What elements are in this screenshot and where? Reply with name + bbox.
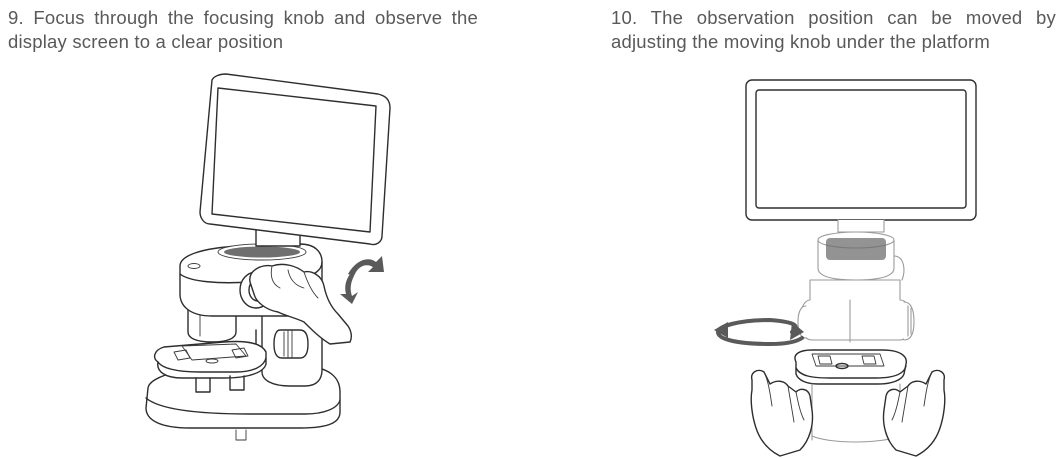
step-9-text: Focus through the focusing knob and obse… (8, 7, 478, 52)
microscope-stage-icon (153, 340, 267, 393)
step-10-text: The observation position can be moved by… (611, 7, 1056, 52)
display-support-icon (837, 219, 885, 233)
microscope-stage-icon (794, 349, 907, 385)
left-hand-icon (750, 369, 814, 457)
hand-icon (249, 263, 353, 345)
display-screen-icon (745, 79, 977, 221)
microscope-arm-icon (797, 279, 915, 343)
step-10-number: 10. (611, 7, 638, 28)
step-9-number: 9. (8, 7, 24, 28)
rotate-arrow-icon (714, 318, 804, 346)
right-hand-icon (882, 369, 946, 457)
display-screen-icon (199, 73, 391, 247)
microscope-head-icon (817, 231, 905, 281)
step-10-caption: 10. The observation position can be move… (611, 6, 1056, 54)
step-9-caption: 9. Focus through the focusing knob and o… (8, 6, 478, 54)
rotate-arrow-icon (340, 256, 384, 304)
